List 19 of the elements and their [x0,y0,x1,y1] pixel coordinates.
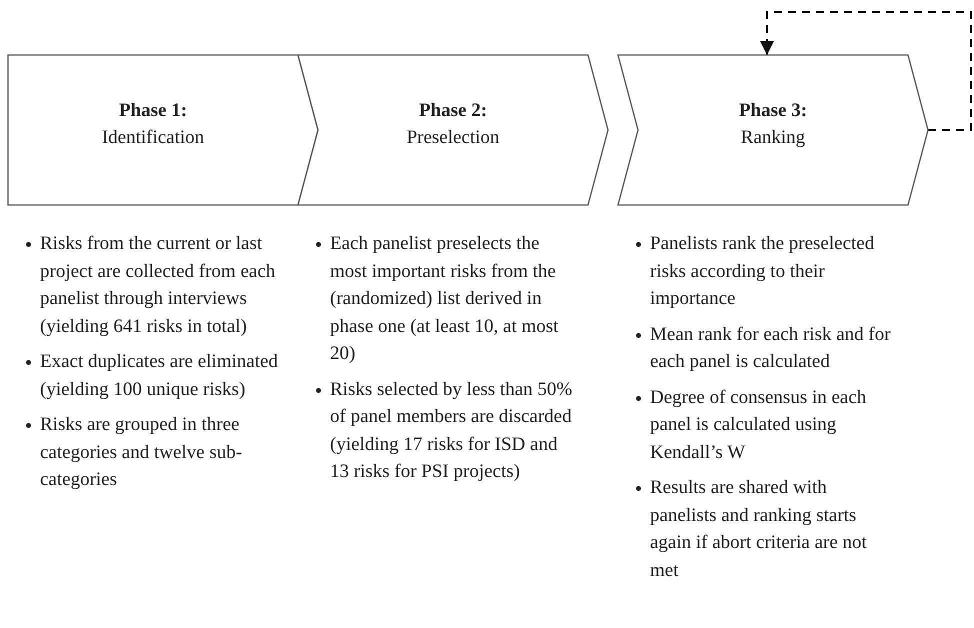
phase-title: Phase 3: [738,100,808,122]
bullet-point-text: Risks from the current or last project are collected from each panelist through interviews (yielding 641 risks in total) [40,233,276,336]
phase-box [298,55,608,205]
phase-box [8,55,318,205]
bullet-point-text: Degree of consensus in each panel is calculated using Kendall’s W [650,386,866,462]
phase-title: Phase 1: [118,100,188,122]
bullet-point-text: Risks are grouped in three categories and twelve sub-categories [40,414,242,490]
bullet-point-text: Risks selected by less than 50% of panel members are discarded (yielding 17 risks for ISD and 13 risks for PSI projects) [330,378,572,482]
bullet-point-text: Exact duplicates are eliminated (yielding 100 unique risks) [40,351,278,400]
bullet-point-text: Panelists rank the preselected risks according to their importance [650,233,874,309]
phase-name: Ranking [740,127,806,149]
bullet-point-text: Mean rank for each risk and for each panel is calculated [650,324,891,372]
bullet-point-text: Results are shared with panelists and ranking starts again if abort criteria are not met [650,477,867,580]
feedback-arrow [760,11,972,131]
phase-name: Identification [100,127,206,149]
phase-box [618,55,928,205]
phase-title: Phase 2: [418,100,488,122]
phase-name: Preselection [406,127,500,149]
bullet-point-text: Each panelist preselects the most important risks from the (randomized) list derived in phase one (at least 10, at most 20) [330,233,558,364]
